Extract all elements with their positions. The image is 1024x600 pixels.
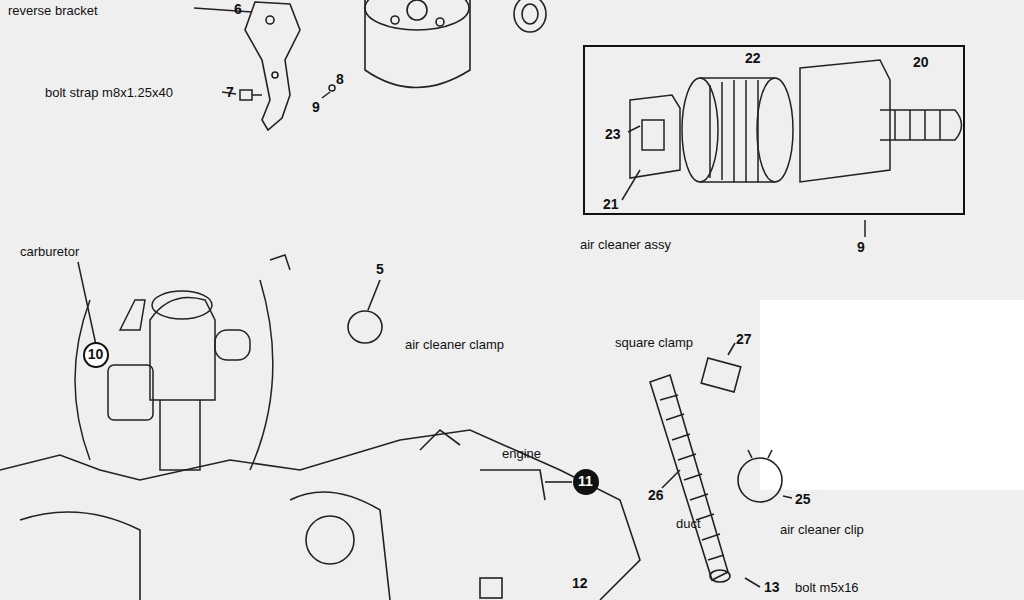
air-cleaner-clamp [348, 280, 382, 343]
callout-number: 5 [376, 262, 384, 277]
part-name: bolt m5x16 [795, 581, 859, 595]
part-name: square clamp [615, 336, 693, 350]
reverse-bracket [194, 2, 300, 130]
callout-circle: 10 [83, 342, 109, 368]
duct [650, 375, 730, 582]
engine [0, 430, 640, 600]
callout-number: 13 [764, 580, 780, 595]
carburetor [75, 255, 290, 470]
part-name: carburetor [20, 245, 79, 259]
callout-number: 27 [736, 332, 752, 347]
callout-number: 7 [226, 85, 234, 100]
bolt [222, 85, 335, 100]
callout-number: 9 [312, 100, 320, 115]
callout-number: 22 [745, 51, 761, 66]
part-name: duct [676, 517, 701, 531]
callout-number: 8 [336, 72, 344, 87]
callout-number: 25 [795, 492, 811, 507]
callout-circle: 11 [573, 469, 599, 495]
callout-number: 21 [603, 197, 619, 212]
callout-number: 11 [578, 474, 593, 489]
part-name: reverse bracket [8, 4, 98, 18]
callout-number: 12 [572, 576, 588, 591]
callout-number: 10 [88, 347, 104, 362]
air-cleaner-clip [738, 450, 792, 587]
part-name: engine [502, 447, 541, 461]
callout-number: 20 [913, 55, 929, 70]
part-name: bolt strap m8x1.25x40 [45, 86, 173, 100]
callout-number: 23 [605, 127, 621, 142]
air-cleaner-parts [622, 60, 962, 237]
part-name: air cleaner clip [780, 523, 864, 537]
inset-box: 22 20 23 21 [583, 45, 965, 215]
part-name: air cleaner clamp [405, 338, 504, 352]
callout-number: 6 [234, 2, 242, 17]
square-clamp [701, 343, 741, 392]
part-name: air cleaner assy [580, 238, 671, 252]
callout-number: 26 [648, 488, 664, 503]
flywheel [365, 0, 546, 88]
white-patch [760, 300, 1024, 490]
callout-number: 9 [857, 240, 865, 255]
